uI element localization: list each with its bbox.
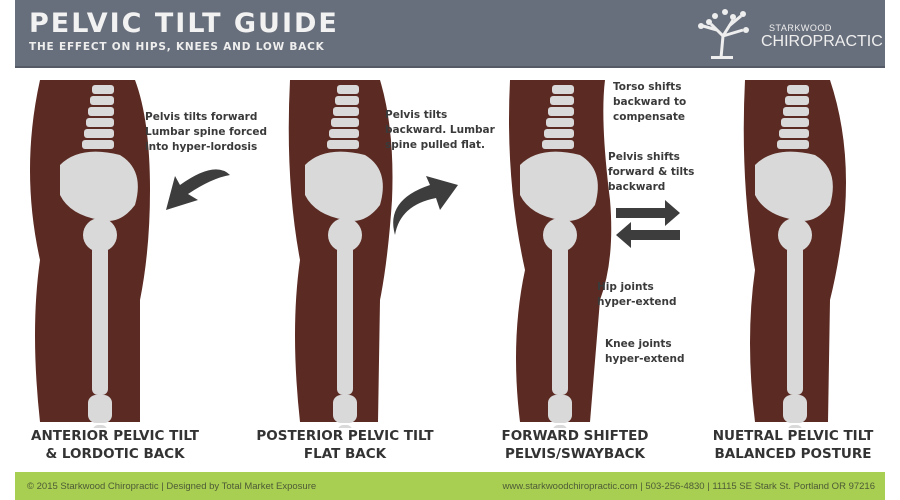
footer: © 2015 Starkwood Chiropractic | Designed… [15,472,885,500]
rotate-right-arrow-icon [393,176,458,235]
note-line: Pelvis tilts forward [145,111,258,123]
knee-note: Knee joints hyper-extend [605,337,685,367]
note-line: Hip joints [597,281,654,293]
caption-line: PELVIS/SWAYBACK [504,446,646,462]
note-line: backward [608,181,666,193]
caption-anterior: ANTERIOR PELVIC TILT & LORDOTIC BACK [5,427,225,463]
rotate-left-arrow-icon [166,169,230,210]
pelvis-note: Pelvis shifts forward & tilts backward [608,150,694,195]
leg-illustrations [30,80,846,428]
note-line: Lumbar spine forced [145,126,267,138]
page-title: PELVIC TILT GUIDE [29,8,339,39]
arrow-left-icon [616,222,680,248]
torso-note: Torso shifts backward to compensate [613,80,686,125]
note-line: into hyper-lordosis [145,141,258,153]
leg-posterior-tilt [288,80,458,428]
caption-line: & LORDOTIC BACK [45,446,185,462]
note-line: compensate [613,111,685,123]
note-line: backward to [613,96,687,108]
note-line: Pelvis shifts [608,151,680,163]
logo: STARKWOOD CHIROPRACTIC [681,6,883,60]
note-line: backward. Lumbar [385,124,495,136]
logo-line1: STARKWOOD [769,23,832,33]
hip-note: Hip joints hyper-extend [597,280,677,310]
caption-posterior: POSTERIOR PELVIC TILT FLAT BACK [235,427,455,463]
caption-line: POSTERIOR PELVIC TILT [256,428,434,444]
note-line: hyper-extend [605,353,685,365]
note-line: forward & tilts [608,166,695,178]
caption-line: BALANCED POSTURE [714,446,872,462]
footer-copyright: © 2015 Starkwood Chiropractic | Designed… [27,481,317,492]
anterior-note: Pelvis tilts forward Lumbar spine forced… [145,110,267,155]
caption-neutral: NUETRAL PELVIC TILT BALANCED POSTURE [683,427,900,463]
note-line: Knee joints [605,338,672,350]
leg-neutral [743,80,846,428]
tree-icon [698,9,749,59]
footer-contact: www.starkwoodchiropractic.com | 503-256-… [502,481,875,492]
caption-line: FORWARD SHIFTED [501,428,649,444]
logo-line2: CHIROPRACTIC [761,33,883,50]
leg-swayback [509,80,680,428]
caption-line: NUETRAL PELVIC TILT [712,428,874,444]
caption-line: FLAT BACK [303,446,387,462]
caption-line: ANTERIOR PELVIC TILT [31,428,199,444]
note-line: Pelvis tilts [385,109,448,121]
note-line: hyper-extend [597,296,677,308]
leg-anterior-tilt [30,80,230,428]
page-subtitle: THE EFFECT ON HIPS, KNEES AND LOW BACK [29,41,325,53]
caption-swayback: FORWARD SHIFTED PELVIS/SWAYBACK [465,427,685,463]
posterior-note: Pelvis tilts backward. Lumbar spine pull… [385,108,495,153]
header-banner: PELVIC TILT GUIDE THE EFFECT ON HIPS, KN… [15,0,885,68]
note-line: Torso shifts [613,81,682,93]
note-line: spine pulled flat. [385,139,485,151]
arrow-right-icon [616,200,680,226]
